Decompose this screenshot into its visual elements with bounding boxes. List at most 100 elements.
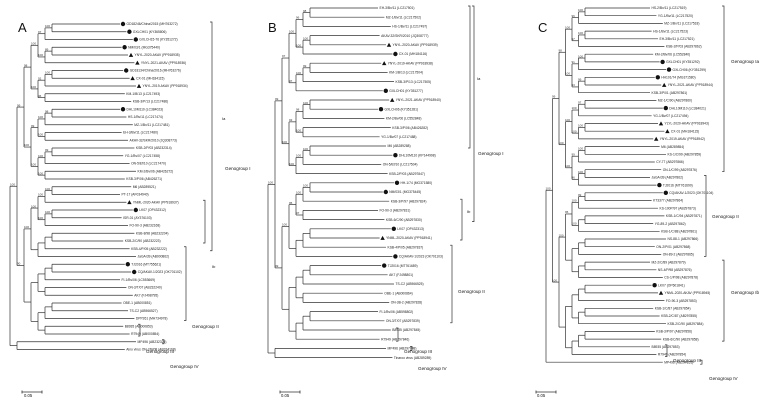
- bootstrap-value: 100: [24, 225, 29, 229]
- tree-leaf-label: KSB-3/P/97 (AB297856): [656, 330, 692, 334]
- bootstrap-value: 97: [282, 54, 286, 58]
- tree-leaf-label: DHL10M110 (LC384021): [669, 106, 706, 110]
- bootstrap-value: 100: [10, 182, 15, 186]
- tree-leaf-label: KSB-8/98 (AB232204): [136, 231, 169, 235]
- bootstrap-value: 100: [38, 115, 43, 119]
- tree-leaf-label: Aino virus ON-2/B/08 (AB334168): [126, 348, 175, 352]
- tree-leaf-label: KT3377 (AB297864): [653, 199, 683, 203]
- tree-leaf-label: AKAV-32/SKR/2010 (JQ308773): [130, 138, 177, 142]
- clade-bracket-ib: [460, 198, 463, 241]
- bootstrap-value: 100: [282, 223, 287, 227]
- bootstrap-value: 93: [289, 118, 293, 122]
- tree-leaf-label: DHL10M110 (LC384023): [127, 107, 164, 111]
- tree-leaf-label: YNML-2020-AKAV (PP918937): [133, 200, 179, 204]
- bootstrap-value: 100: [289, 162, 294, 166]
- tree-leaf-label: YNYL-2021-AKAV (PP918944): [668, 83, 713, 87]
- bootstrap-value: 98: [24, 63, 28, 67]
- tree-leaf-label: YNYL-2019-AKAV (PP918934): [143, 84, 188, 88]
- bootstrap-value: 100: [38, 53, 43, 57]
- tree-leaf-label: R7949 (AB297846): [381, 337, 409, 341]
- tree-leaf-label: CX-01 (MH184116): [399, 52, 427, 56]
- tree-leaf-label: KSB-2/C/90 (AB297884): [668, 322, 704, 326]
- bootstrap-value: 99: [578, 77, 582, 81]
- tree-leaf-label: KSB-2/P/03 (AB297862): [666, 45, 702, 49]
- panel-a-letter: A: [18, 20, 27, 35]
- tree-leaf-label: KM-2/Bv/06 (LC552848): [386, 117, 422, 121]
- panel-c-genogroup-iii-label: Genogroup III: [673, 358, 701, 363]
- circle-marker-icon: [666, 67, 672, 72]
- tree-leaf-label: M6 (AB289521): [133, 185, 156, 189]
- panel-c-genogroup-ii-label: Genogroup II: [712, 214, 739, 219]
- tree-leaf-label: FI-1/Bv/06 (AB598802): [380, 310, 414, 314]
- bootstrap-value: 100: [45, 210, 50, 214]
- tree-leaf-label: YNYL-2021-AKAV (PP918940): [396, 98, 441, 102]
- tree-leaf-label: ON-5/Ef/10 (LC217470): [131, 162, 166, 166]
- circle-marker-icon: [125, 262, 130, 267]
- triangle-marker-icon: [382, 61, 387, 66]
- tree-leaf-label: CQ/AKAV-1/2023 (OK701104): [669, 191, 713, 195]
- circle-marker-icon: [393, 153, 398, 158]
- tree-leaf-label: KSB-3/P/06 (AB426271): [126, 177, 162, 181]
- bootstrap-value: 100: [578, 170, 583, 174]
- bootstrap-value: 98: [296, 108, 300, 112]
- bootstrap-value: 90: [17, 262, 21, 266]
- tree-leaf-label: KSB-2/C/90 (AB232223): [125, 239, 161, 243]
- tree-leaf-label: CX-01 (MH184115): [671, 129, 699, 133]
- tree-leaf-label: ON-89-2 (AB297865): [663, 253, 694, 257]
- tree-leaf-label: KM-1/B/13 (LC217504): [389, 71, 423, 75]
- bootstrap-value: 100: [31, 204, 36, 208]
- bootstrap-value: 92: [38, 76, 42, 80]
- bootstrap-value: 100: [38, 171, 43, 175]
- tree-leaf-label: TJ2016 (MT761689): [388, 264, 418, 268]
- bootstrap-value: 99: [303, 64, 307, 68]
- panel-c-genogroup-ib-label: Genogroup Ib: [731, 290, 760, 295]
- tree-leaf-label: KSB-3/P/01 (AB297861): [652, 91, 688, 95]
- tree-leaf-label: KSB-1/C/94 (AB297871): [666, 214, 702, 218]
- panel-a-scale-label: 0.05: [24, 393, 33, 398]
- panel-a-tree: A 0.05 Ia Genogroup I Ib Genogroup II Ge…: [9, 20, 251, 398]
- panel-c-letter: C: [538, 20, 547, 35]
- bootstrap-value: 100: [296, 191, 301, 195]
- bootstrap-value: 100: [296, 128, 301, 132]
- triangle-marker-icon: [130, 76, 135, 81]
- tree-leaf-label: NS-4/P/98 (AB297876): [658, 268, 692, 272]
- bootstrap-value: 100: [38, 133, 43, 137]
- tree-leaf-label: LK07 (OP432313): [397, 227, 424, 231]
- bootstrap-value: 100: [296, 71, 301, 75]
- tree-leaf-label: KS-100P/97 (AB297873): [660, 206, 696, 210]
- bootstrap-value: 100: [578, 31, 583, 35]
- bootstrap-value: 100: [578, 8, 583, 12]
- panel-c-scale-label: 0.05: [537, 393, 546, 398]
- panel-b-ia-label: Ia: [477, 76, 481, 81]
- bootstrap-value: 100: [268, 181, 273, 185]
- circle-marker-icon: [133, 207, 138, 213]
- tree-leaf-label: GXLCH01 (KY351277): [389, 89, 423, 93]
- bootstrap-value: 99: [572, 152, 576, 156]
- tree-leaf-label: KSB-3/P/06 (AB426282): [392, 126, 428, 130]
- tree-leaf-label: ON-2/P/01 (AB297868): [656, 245, 690, 249]
- bootstrap-value: 100: [578, 54, 583, 58]
- panel-a-genogroup-i-label: Genogroup I: [225, 166, 251, 171]
- tree-leaf-label: GXLCH15-76 (KY351272): [139, 38, 177, 42]
- tree-leaf-label: MP496 (AB297848): [388, 347, 417, 351]
- clade-bracket-g4: [410, 346, 413, 351]
- bootstrap-value: 100: [559, 233, 564, 237]
- tree-leaf-label: EH-3/Bv/11 (LC217521): [660, 37, 695, 41]
- tree-leaf-label: KSB-4/P/05 (AB232222): [131, 247, 167, 251]
- tree-leaf-label: MZ-1/Bv/11 (LC217481): [134, 123, 169, 127]
- bootstrap-value: 100: [559, 141, 564, 145]
- bootstrap-value: 97: [289, 79, 293, 83]
- triangle-marker-icon: [654, 136, 659, 141]
- bootstrap-value: 100: [303, 147, 308, 151]
- tree-leaf-label: HH-1/74 (MG371580): [401, 181, 433, 185]
- tree-leaf-label: LK07 (OP432312): [139, 208, 166, 212]
- clade-bracket-ia: [468, 5, 471, 149]
- tree-leaf-label: HS-1/Bv/11 (LC217523): [653, 29, 688, 33]
- tree-leaf-label: DHL10M110 (KP144998): [399, 153, 436, 157]
- bootstrap-value: 100: [31, 85, 36, 89]
- tree-leaf-label: OBE-1 (AB000851): [123, 301, 151, 305]
- tree-leaf-label: B8935 (AB000853): [125, 324, 153, 328]
- bootstrap-value: 97: [38, 30, 42, 34]
- tree-leaf-label: KSB-6/C/90 (AB297830): [386, 218, 422, 222]
- tree-leaf-label: MZ-1/Bv/11 (LC217518): [664, 22, 699, 26]
